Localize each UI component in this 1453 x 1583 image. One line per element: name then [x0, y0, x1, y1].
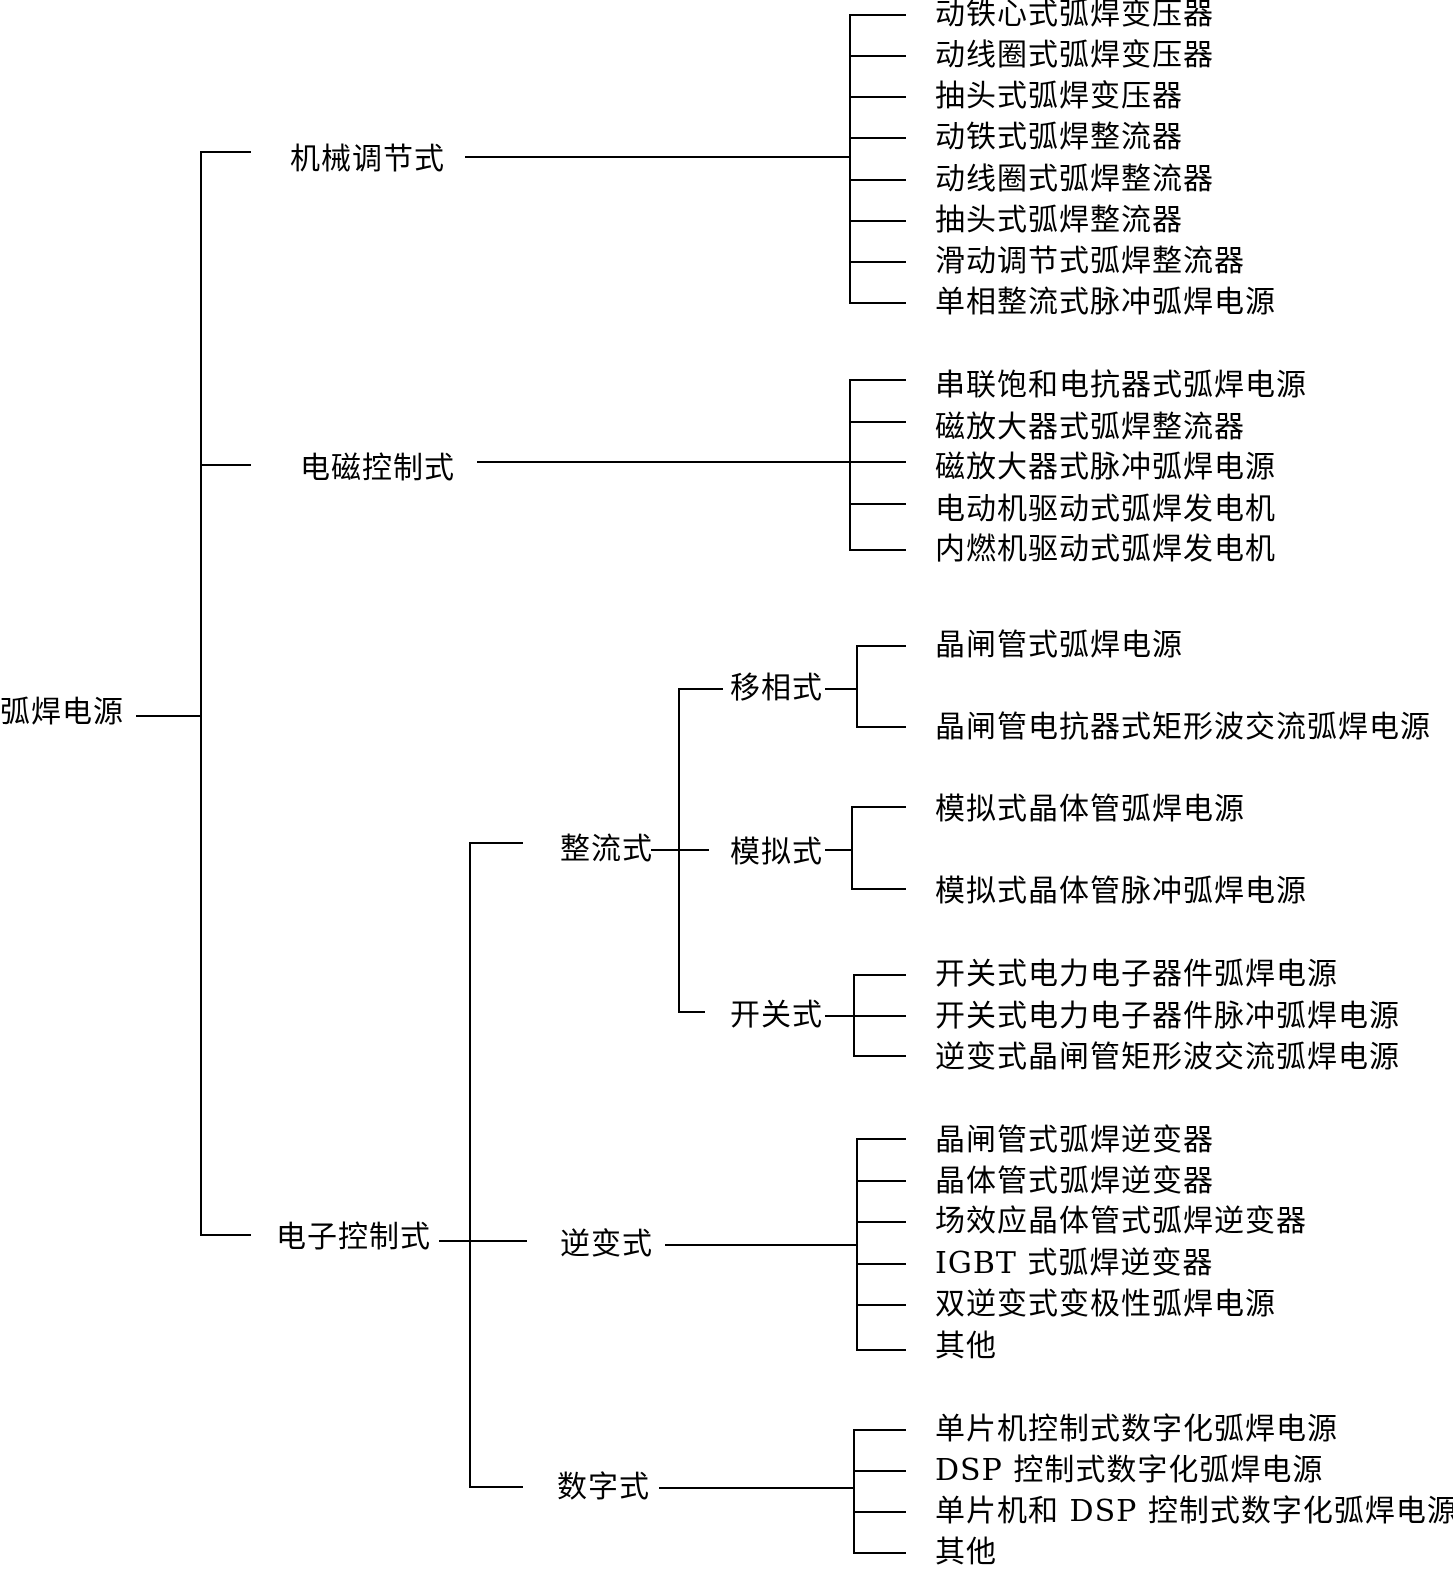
category-electromagnetic: 电磁控制式	[300, 451, 455, 486]
electromagnetic-item: 内燃机驱动式弧焊发电机	[935, 532, 1276, 567]
electromagnetic-item: 串联饱和电抗器式弧焊电源	[935, 368, 1307, 403]
rectifier-type-analog: 模拟式	[730, 835, 823, 870]
mechanical-item: 单相整流式脉冲弧焊电源	[935, 285, 1276, 320]
mechanical-item: 滑动调节式弧焊整流器	[935, 244, 1245, 279]
phase-shift-item: 晶闸管式弧焊电源	[935, 628, 1183, 663]
switching-item: 开关式电力电子器件脉冲弧焊电源	[935, 999, 1400, 1034]
mechanical-item: 动线圈式弧焊变压器	[935, 38, 1214, 73]
inverter-item: 晶闸管式弧焊逆变器	[935, 1123, 1214, 1158]
switching-item: 逆变式晶闸管矩形波交流弧焊电源	[935, 1040, 1400, 1075]
mechanical-item: 动铁心式弧焊变压器	[935, 0, 1214, 32]
digital-item: 其他	[935, 1535, 997, 1570]
category-mechanical: 机械调节式	[290, 142, 445, 177]
subcategory-inverter: 逆变式	[560, 1227, 653, 1262]
mechanical-item: 动铁式弧焊整流器	[935, 120, 1183, 155]
phase-shift-item: 晶闸管电抗器式矩形波交流弧焊电源	[935, 710, 1431, 745]
root-node: 弧焊电源	[0, 695, 124, 730]
inverter-item: 场效应晶体管式弧焊逆变器	[935, 1204, 1307, 1239]
mechanical-item: 抽头式弧焊整流器	[935, 203, 1183, 238]
analog-item: 模拟式晶体管脉冲弧焊电源	[935, 874, 1307, 909]
digital-item: DSP 控制式数字化弧焊电源	[935, 1453, 1324, 1488]
inverter-item: 双逆变式变极性弧焊电源	[935, 1287, 1276, 1322]
rectifier-type-switching: 开关式	[730, 998, 823, 1033]
electromagnetic-item: 磁放大器式弧焊整流器	[935, 410, 1245, 445]
electromagnetic-item: 电动机驱动式弧焊发电机	[935, 492, 1276, 527]
switching-item: 开关式电力电子器件弧焊电源	[935, 957, 1338, 992]
electromagnetic-item: 磁放大器式脉冲弧焊电源	[935, 450, 1276, 485]
category-electronic: 电子控制式	[276, 1220, 431, 1255]
digital-item: 单片机和 DSP 控制式数字化弧焊电源	[935, 1494, 1453, 1529]
rectifier-type-phase-shift: 移相式	[730, 671, 823, 706]
inverter-item: 其他	[935, 1329, 997, 1364]
mechanical-item: 抽头式弧焊变压器	[935, 79, 1183, 114]
inverter-item: IGBT 式弧焊逆变器	[935, 1246, 1214, 1281]
inverter-item: 晶体管式弧焊逆变器	[935, 1164, 1214, 1199]
digital-item: 单片机控制式数字化弧焊电源	[935, 1412, 1338, 1447]
mechanical-item: 动线圈式弧焊整流器	[935, 162, 1214, 197]
subcategory-digital: 数字式	[557, 1470, 650, 1505]
analog-item: 模拟式晶体管弧焊电源	[935, 792, 1245, 827]
subcategory-rectifier: 整流式	[560, 832, 653, 867]
